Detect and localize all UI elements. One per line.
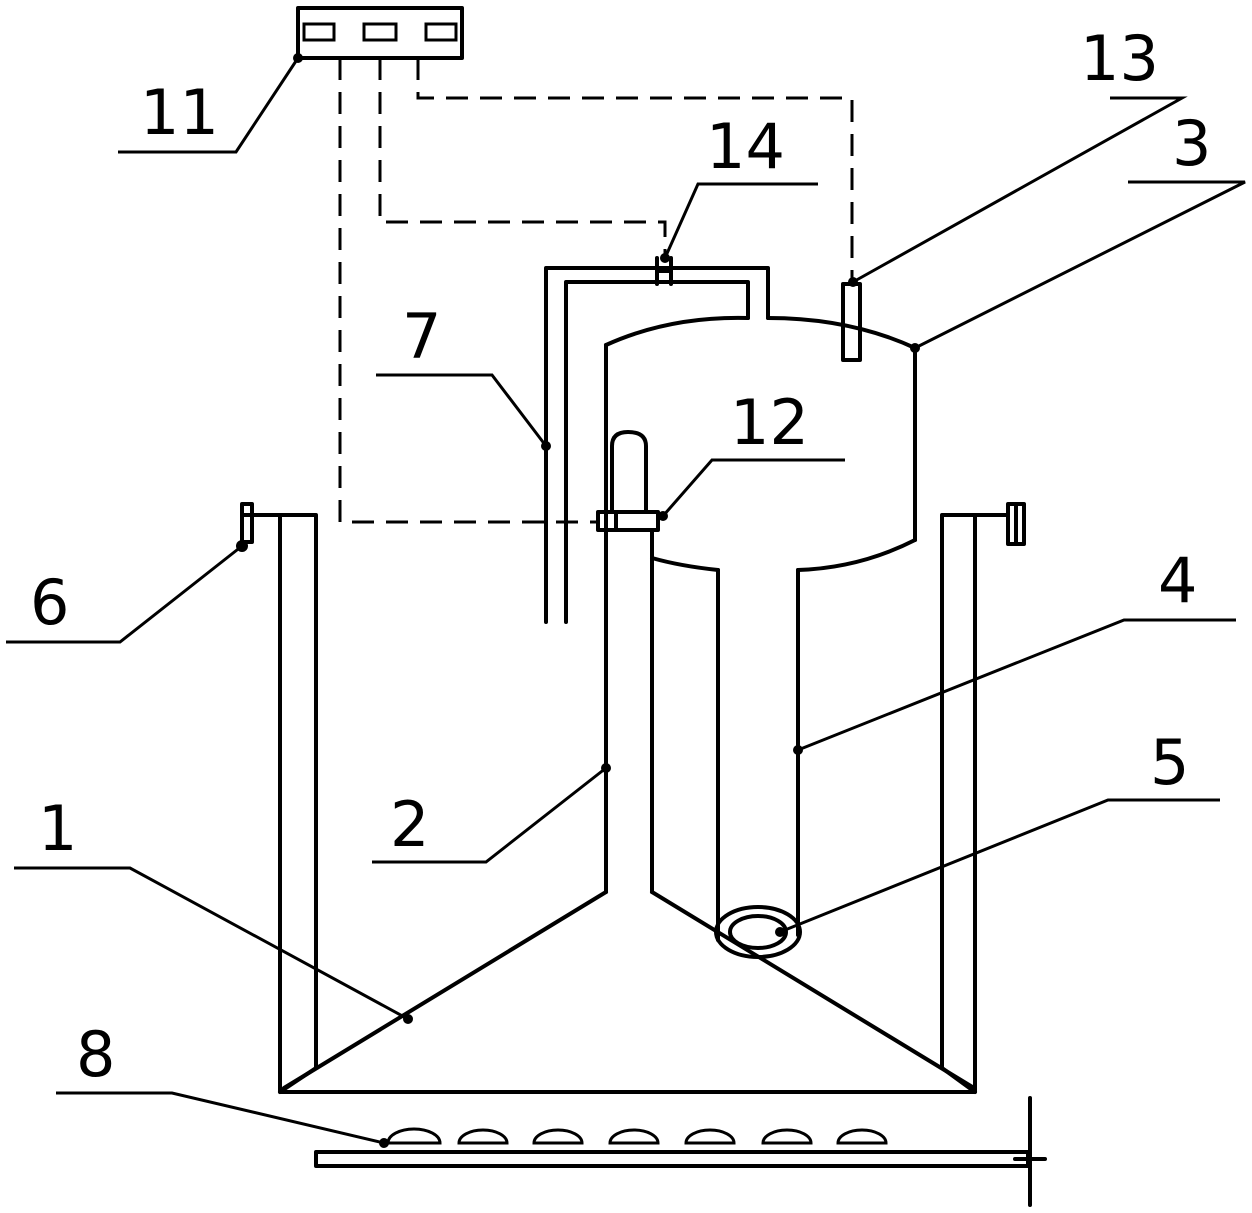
label-14: 14 bbox=[706, 110, 785, 183]
label-5: 5 bbox=[1150, 726, 1189, 799]
label-6: 6 bbox=[30, 566, 69, 639]
controller-box bbox=[296, 6, 464, 60]
outer-tank bbox=[242, 513, 1010, 1094]
level-sensor bbox=[841, 282, 862, 362]
label-7: 7 bbox=[402, 300, 441, 373]
label-12: 12 bbox=[730, 386, 809, 459]
label-13: 13 bbox=[1080, 22, 1159, 95]
probe-element bbox=[596, 430, 660, 532]
central-tube bbox=[604, 343, 654, 894]
down-pipe bbox=[716, 568, 800, 942]
label-8: 8 bbox=[76, 1018, 115, 1091]
rim-fitting-left bbox=[236, 502, 254, 552]
label-3: 3 bbox=[1172, 107, 1211, 180]
cone-bottom bbox=[282, 890, 976, 1090]
label-1: 1 bbox=[38, 792, 77, 865]
label-4: 4 bbox=[1158, 544, 1197, 617]
heater bbox=[314, 1096, 1047, 1207]
valve bbox=[655, 256, 673, 286]
outlet-ring bbox=[714, 905, 802, 959]
leader-lines bbox=[6, 53, 1246, 1148]
control-wires bbox=[338, 58, 854, 524]
label-11: 11 bbox=[140, 76, 219, 149]
rim-fitting-right bbox=[1006, 502, 1026, 546]
label-2: 2 bbox=[390, 788, 429, 861]
